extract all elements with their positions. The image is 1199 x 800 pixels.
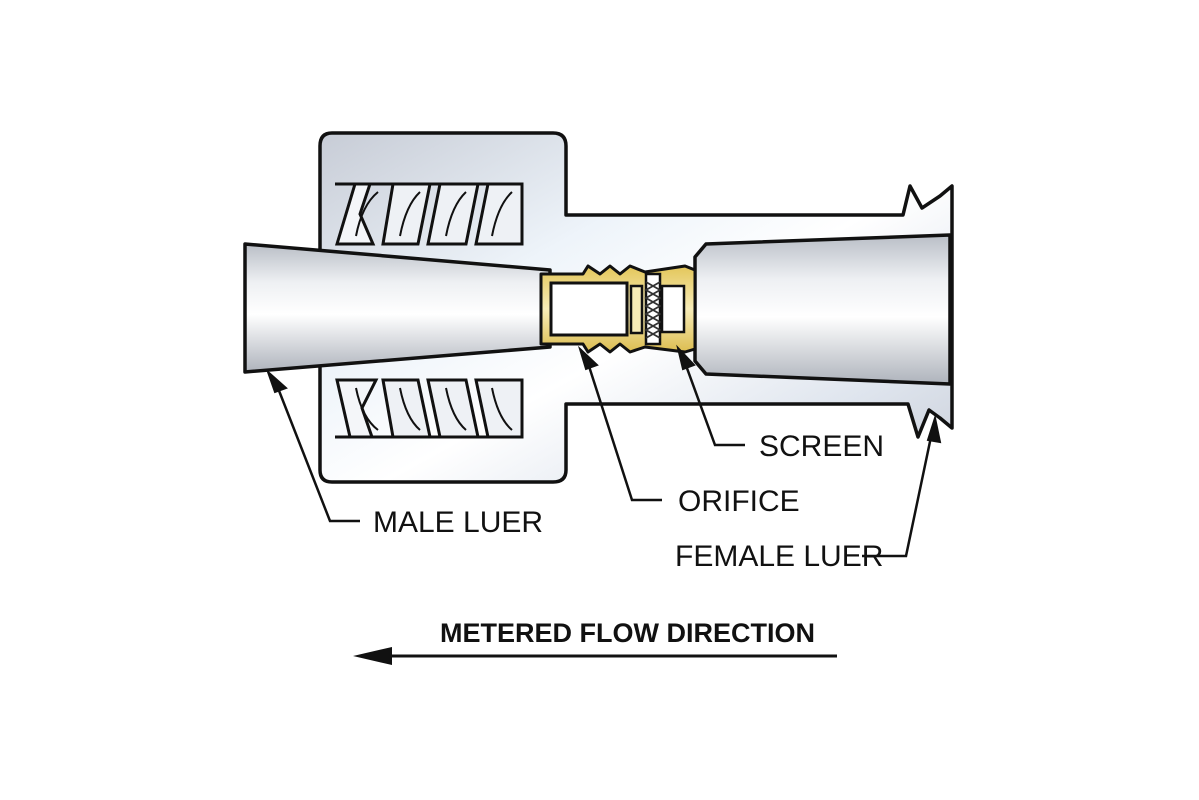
leader-orifice: [577, 345, 662, 502]
flow-direction-arrow: [353, 647, 837, 665]
thread-upper: [334, 182, 524, 246]
leader-screen: [676, 344, 745, 447]
label-female-luer: FEMALE LUER: [675, 540, 883, 573]
label-orifice: ORIFICE: [678, 485, 800, 518]
leader-female-luer: [862, 414, 942, 558]
label-screen: SCREEN: [759, 430, 884, 463]
male-luer-taper: [243, 242, 552, 374]
leader-male-luer: [265, 368, 360, 523]
label-male-luer: MALE LUER: [373, 506, 543, 539]
flow-direction-caption: METERED FLOW DIRECTION: [440, 618, 815, 648]
female-luer-bore: [693, 233, 952, 386]
screen-mesh: [644, 272, 686, 346]
thread-lower: [335, 378, 524, 439]
